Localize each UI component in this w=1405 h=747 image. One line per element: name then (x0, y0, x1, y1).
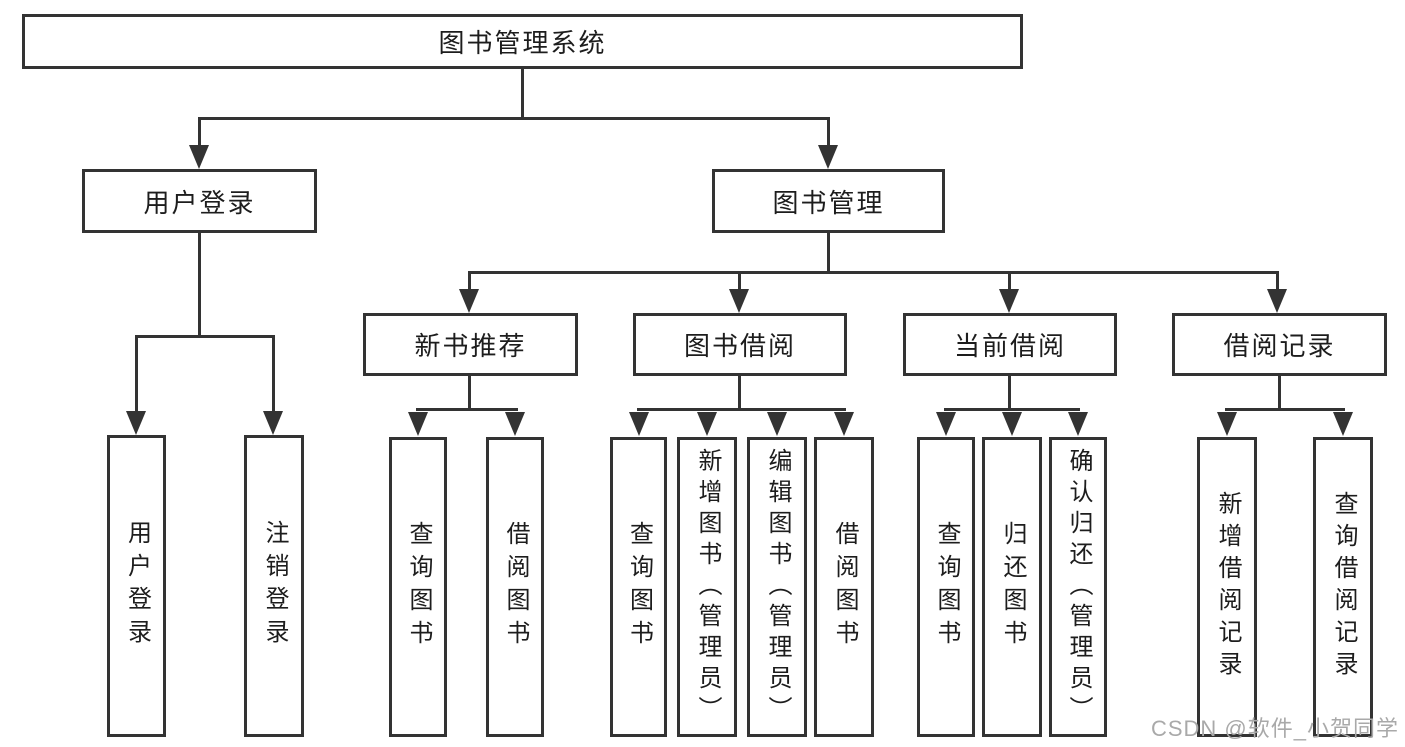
connector-level1-split (198, 117, 830, 120)
box-leaf-add-record: 新增借阅记录 (1197, 437, 1257, 737)
arrowhead-borrow-book-1 (505, 412, 525, 436)
box-leaf-logout: 注销登录 (244, 435, 304, 737)
box-leaf-logout-label: 注销登录 (261, 520, 288, 652)
arrowhead-return-book (1002, 412, 1022, 436)
box-leaf-user-login: 用户登录 (107, 435, 166, 737)
box-new-book-recommend-label: 新书推荐 (414, 331, 527, 361)
connector-to-current-borrow (1008, 271, 1011, 291)
connector-to-borrow-records (1276, 271, 1279, 291)
connector-to-user-login (198, 117, 201, 147)
box-leaf-return-book-label: 归还图书 (999, 521, 1026, 653)
connector-user-login-split (135, 335, 275, 338)
box-leaf-borrow-book-1: 借阅图书 (486, 437, 544, 737)
box-leaf-add-book: 新增图书（管理员） (677, 437, 737, 737)
box-current-borrow: 当前借阅 (903, 313, 1117, 376)
arrowhead-query-book-1 (408, 412, 428, 436)
connector-to-new-book (468, 271, 471, 291)
box-book-management: 图书管理 (712, 169, 945, 233)
arrowhead-new-book (459, 289, 479, 313)
csdn-watermark: CSDN @软件_小贺同学 (1150, 716, 1399, 741)
arrowhead-query-book-2 (629, 412, 649, 436)
connector-borrow-records-stem (1278, 376, 1281, 410)
box-book-borrow: 图书借阅 (633, 313, 847, 376)
box-leaf-borrow-book-2-label: 借阅图书 (831, 521, 858, 653)
arrowhead-borrow-book-2 (834, 412, 854, 436)
box-leaf-user-login-label: 用户登录 (123, 520, 151, 652)
connector-current-borrow-split (944, 408, 1080, 411)
arrowhead-current-borrow (999, 289, 1019, 313)
connector-borrow-records-split (1225, 408, 1345, 411)
box-leaf-query-record: 查询借阅记录 (1313, 437, 1373, 737)
arrowhead-query-record (1333, 412, 1353, 436)
connector-book-management-stem (827, 233, 830, 273)
box-leaf-add-record-label: 新增借阅记录 (1214, 491, 1241, 683)
box-leaf-borrow-book-1-label: 借阅图书 (502, 521, 529, 653)
box-leaf-query-book-2-label: 查询图书 (625, 521, 653, 653)
arrowhead-confirm-return (1068, 412, 1088, 436)
arrowhead-query-book-3 (936, 412, 956, 436)
connector-to-book-management (827, 117, 830, 147)
box-leaf-query-book-2: 查询图书 (610, 437, 667, 737)
box-leaf-confirm-return: 确认归还（管理员） (1049, 437, 1107, 737)
connector-to-leaf-user-login (135, 335, 138, 413)
connector-to-leaf-logout (272, 335, 275, 413)
connector-book-borrow-stem (738, 376, 741, 410)
box-leaf-query-record-label: 查询借阅记录 (1330, 491, 1357, 683)
connector-to-book-borrow (738, 271, 741, 291)
box-current-borrow-label: 当前借阅 (953, 331, 1066, 361)
box-library-system-label: 图书管理系统 (438, 28, 607, 58)
box-leaf-add-book-label: 新增图书（管理员） (694, 447, 721, 727)
arrowhead-book-borrow (729, 289, 749, 313)
box-borrow-records-label: 借阅记录 (1223, 331, 1336, 361)
connector-new-book-stem (468, 376, 471, 410)
box-borrow-records: 借阅记录 (1172, 313, 1387, 376)
box-user-login: 用户登录 (82, 169, 317, 233)
box-leaf-return-book: 归还图书 (982, 437, 1042, 737)
arrowhead-user-login (189, 145, 209, 169)
connector-current-borrow-stem (1008, 376, 1011, 410)
box-leaf-borrow-book-2: 借阅图书 (814, 437, 874, 737)
arrowhead-leaf-user-login (126, 411, 146, 435)
arrowhead-add-book (697, 412, 717, 436)
box-leaf-query-book-1-label: 查询图书 (405, 521, 432, 653)
box-new-book-recommend: 新书推荐 (363, 313, 578, 376)
box-leaf-query-book-3: 查询图书 (917, 437, 975, 737)
box-leaf-query-book-3-label: 查询图书 (933, 521, 960, 653)
arrowhead-book-management (818, 145, 838, 169)
box-leaf-query-book-1: 查询图书 (389, 437, 447, 737)
arrowhead-add-record (1217, 412, 1237, 436)
box-leaf-edit-book: 编辑图书（管理员） (747, 437, 807, 737)
connector-book-borrow-split (637, 408, 846, 411)
connector-level2-split (468, 271, 1279, 274)
connector-root-stem (521, 68, 524, 117)
arrowhead-leaf-logout (263, 411, 283, 435)
box-book-management-label: 图书管理 (772, 187, 885, 218)
connector-user-login-stem (198, 233, 201, 335)
box-library-system: 图书管理系统 (22, 14, 1023, 69)
arrowhead-borrow-records (1267, 289, 1287, 313)
box-book-borrow-label: 图书借阅 (683, 331, 796, 361)
box-user-login-label: 用户登录 (143, 187, 256, 218)
box-leaf-edit-book-label: 编辑图书（管理员） (764, 447, 791, 727)
connector-new-book-split (416, 408, 518, 411)
arrowhead-edit-book (767, 412, 787, 436)
box-leaf-confirm-return-label: 确认归还（管理员） (1065, 447, 1092, 727)
